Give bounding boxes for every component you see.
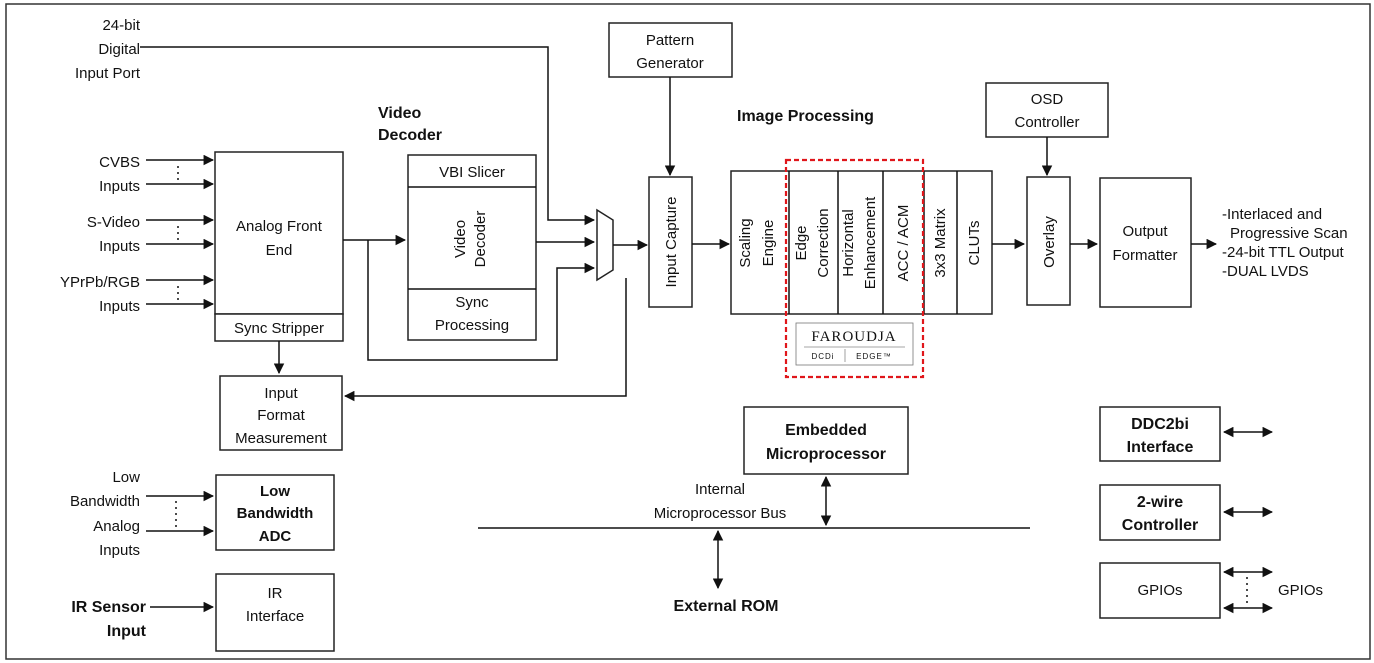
external-rom-label: External ROM <box>674 598 779 615</box>
video-decoder-heading-2: Decoder <box>378 127 442 144</box>
analog-front-end-block <box>214 151 344 315</box>
svideo-inputs-label: S-Video Inputs <box>87 214 140 255</box>
ir-interface-label-2: Interface <box>246 608 304 625</box>
low-bandwidth-inputs-label: Low Bandwidth Analog Inputs <box>70 469 140 559</box>
two-wire-controller-block <box>1099 484 1221 541</box>
ddc2bi-interface-block <box>1099 406 1221 462</box>
ypbpr-inputs-label: YPrPb/RGB Inputs <box>60 274 140 315</box>
afe-to-decoder-lines <box>140 46 596 361</box>
faroudja-dcdi: DCDi <box>811 352 834 361</box>
output-formatter-block <box>1099 177 1192 308</box>
low-bw-line-2: Bandwidth <box>70 493 140 510</box>
ir-interface-label-1: IR <box>268 585 283 602</box>
svideo-line-1: S-Video <box>87 214 140 231</box>
ir-interface-block <box>215 573 335 652</box>
acc-acm-label: ACC / ACM <box>895 205 912 282</box>
sync-processing-label-1: Sync <box>455 294 489 311</box>
vbi-slicer-label: VBI Slicer <box>439 164 505 181</box>
ddc2bi-label-1: DDC2bi <box>1131 416 1189 433</box>
sync-stripper-block <box>214 313 344 342</box>
pattern-generator-label-2: Generator <box>636 55 704 72</box>
output-description: -Interlaced and Progressive Scan -24-bit… <box>1222 206 1348 280</box>
embedded-micro-label-1: Embedded <box>785 422 867 439</box>
faroudja-highlight-box <box>784 158 925 379</box>
cvbs-line-2: Inputs <box>99 178 140 195</box>
input-capture-block <box>648 176 693 308</box>
output-formatter-label-1: Output <box>1122 223 1168 240</box>
pattern-generator-label-1: Pattern <box>646 32 694 49</box>
gpios-side-label: GPIOs <box>1278 582 1323 599</box>
gpios-box-label: GPIOs <box>1137 582 1182 599</box>
video-decoder-group <box>407 154 537 341</box>
low-bw-line-4: Inputs <box>99 542 140 559</box>
low-bw-adc-label-3: ADC <box>259 528 292 545</box>
ddc2bi-label-2: Interface <box>1127 439 1194 456</box>
sync-stripper-label: Sync Stripper <box>234 320 324 337</box>
ypbpr-line-2: Inputs <box>99 298 140 315</box>
digital-input-line-1: 24-bit <box>102 17 140 34</box>
output-formatter-label-2: Formatter <box>1112 247 1177 264</box>
low-bw-adc-label-1: Low <box>260 483 290 500</box>
edge-correction-label-2: Correction <box>815 208 832 277</box>
faroudja-logo: FAROUDJA DCDi EDGE™ <box>795 322 914 366</box>
overlay-label: Overlay <box>1041 216 1058 268</box>
afe-label-2: End <box>266 242 293 259</box>
output-line-3: -24-bit TTL Output <box>1222 244 1345 261</box>
cvbs-inputs-label: CVBS Inputs <box>99 154 140 195</box>
low-bw-line-3: Analog <box>93 518 140 535</box>
osd-controller-label-2: Controller <box>1014 114 1079 131</box>
scaling-engine-label-2: Engine <box>760 220 777 267</box>
osd-controller-label-1: OSD <box>1031 91 1064 108</box>
embedded-micro-label-2: Microprocessor <box>766 446 886 463</box>
low-bw-line-1: Low <box>112 469 140 486</box>
ifm-label-1: Input <box>264 385 298 402</box>
bus-label-2: Microprocessor Bus <box>654 505 787 522</box>
video-decoder-inner-label-2: Decoder <box>472 211 489 268</box>
gpios-block <box>1099 562 1221 619</box>
ypbpr-line-1: YPrPb/RGB <box>60 274 140 291</box>
svideo-line-2: Inputs <box>99 238 140 255</box>
sync-processing-label-2: Processing <box>435 317 509 334</box>
output-line-1: -Interlaced and <box>1222 206 1322 223</box>
output-line-2: Progressive Scan <box>1230 225 1348 242</box>
faroudja-brand: FAROUDJA <box>811 329 896 345</box>
video-decoder-inner-label-1: Video <box>452 220 469 258</box>
ir-sensor-input-label: IR Sensor Input <box>71 599 146 640</box>
two-wire-label-1: 2-wire <box>1137 494 1183 511</box>
edge-correction-label-1: Edge <box>793 225 810 260</box>
ifm-label-2: Format <box>257 407 305 424</box>
horizontal-enhancement-label-1: Horizontal <box>840 209 857 277</box>
input-arrows <box>146 154 215 613</box>
overlay-block <box>1026 176 1071 306</box>
digital-input-port-label: 24-bit Digital Input Port <box>75 17 141 82</box>
cvbs-line-1: CVBS <box>99 154 140 171</box>
ifm-label-3: Measurement <box>235 430 328 447</box>
ir-sensor-line-2: Input <box>107 623 147 640</box>
image-processing-heading: Image Processing <box>737 108 874 125</box>
osd-controller-block <box>985 82 1109 138</box>
faroudja-edge: EDGE™ <box>856 352 892 361</box>
input-format-measurement-block <box>219 375 343 451</box>
input-multiplexer <box>596 208 614 282</box>
low-bandwidth-adc-block <box>215 474 335 551</box>
scaling-engine-label-1: Scaling <box>737 218 754 267</box>
diagram-frame <box>5 3 1371 660</box>
horizontal-enhancement-label-2: Enhancement <box>862 196 879 289</box>
image-processing-chain <box>730 170 993 315</box>
cluts-label: CLUTs <box>966 220 983 265</box>
bus-label-1: Internal <box>695 481 745 498</box>
digital-input-line-2: Digital <box>98 41 140 58</box>
embedded-microprocessor-block <box>743 406 909 475</box>
low-bw-adc-label-2: Bandwidth <box>237 505 314 522</box>
output-line-4: -DUAL LVDS <box>1222 263 1309 280</box>
digital-input-line-3: Input Port <box>75 65 141 82</box>
ir-sensor-line-1: IR Sensor <box>71 599 146 616</box>
afe-label-1: Analog Front <box>236 218 323 235</box>
two-wire-label-2: Controller <box>1122 517 1198 534</box>
input-capture-label: Input Capture <box>663 197 680 288</box>
matrix-label: 3x3 Matrix <box>932 208 949 278</box>
video-decoder-heading-1: Video <box>378 105 422 122</box>
